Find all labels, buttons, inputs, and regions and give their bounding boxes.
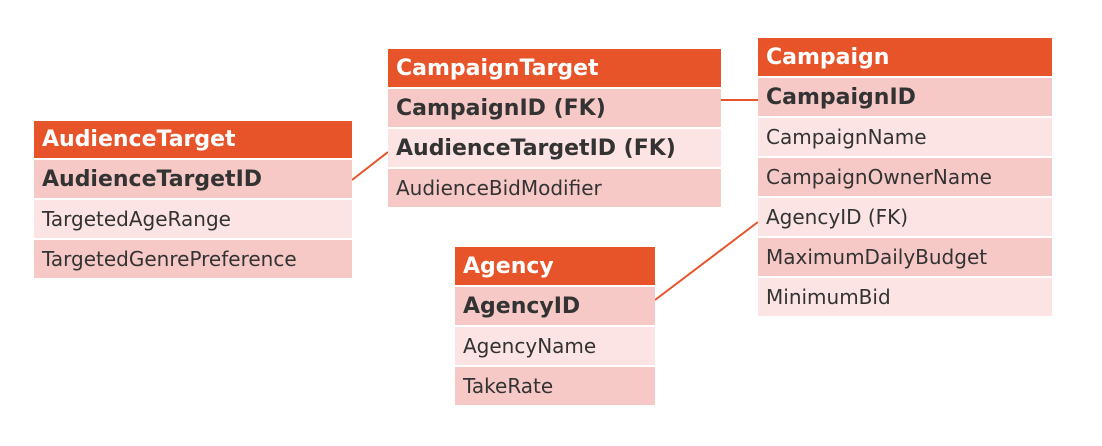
campaign-agency-id-field: AgencyID (FK): [758, 198, 1052, 236]
campaign-title: Campaign: [758, 38, 1052, 76]
campaign-entity: Campaign CampaignID CampaignName Campaig…: [758, 38, 1052, 318]
audience-target-title: AudienceTarget: [34, 121, 352, 158]
maximum-daily-budget-field: MaximumDailyBudget: [758, 238, 1052, 276]
campaign-name-field: CampaignName: [758, 118, 1052, 156]
agency-title: Agency: [455, 247, 655, 285]
take-rate-field: TakeRate: [455, 367, 655, 405]
targeted-age-range-field: TargetedAgeRange: [34, 200, 352, 238]
campaign-target-audience-target-id-field: AudienceTargetID (FK): [388, 129, 721, 167]
audience-target-entity: AudienceTarget AudienceTargetID Targeted…: [34, 121, 352, 280]
agency-to-campaign-connector: [654, 221, 759, 301]
minimum-bid-field: MinimumBid: [758, 278, 1052, 316]
campaign-target-campaign-id-field: CampaignID (FK): [388, 89, 721, 127]
audience-target-to-campaign-target-connector: [351, 151, 389, 181]
agency-entity: Agency AgencyID AgencyName TakeRate: [455, 247, 655, 407]
agency-name-field: AgencyName: [455, 327, 655, 365]
audience-bid-modifier-field: AudienceBidModifier: [388, 169, 721, 207]
agency-id-field: AgencyID: [455, 287, 655, 325]
campaign-owner-name-field: CampaignOwnerName: [758, 158, 1052, 196]
audience-target-id-field: AudienceTargetID: [34, 160, 352, 198]
campaign-target-title: CampaignTarget: [388, 49, 721, 87]
targeted-genre-preference-field: TargetedGenrePreference: [34, 240, 352, 278]
campaign-target-entity: CampaignTarget CampaignID (FK) AudienceT…: [388, 49, 721, 209]
campaign-id-field: CampaignID: [758, 78, 1052, 116]
